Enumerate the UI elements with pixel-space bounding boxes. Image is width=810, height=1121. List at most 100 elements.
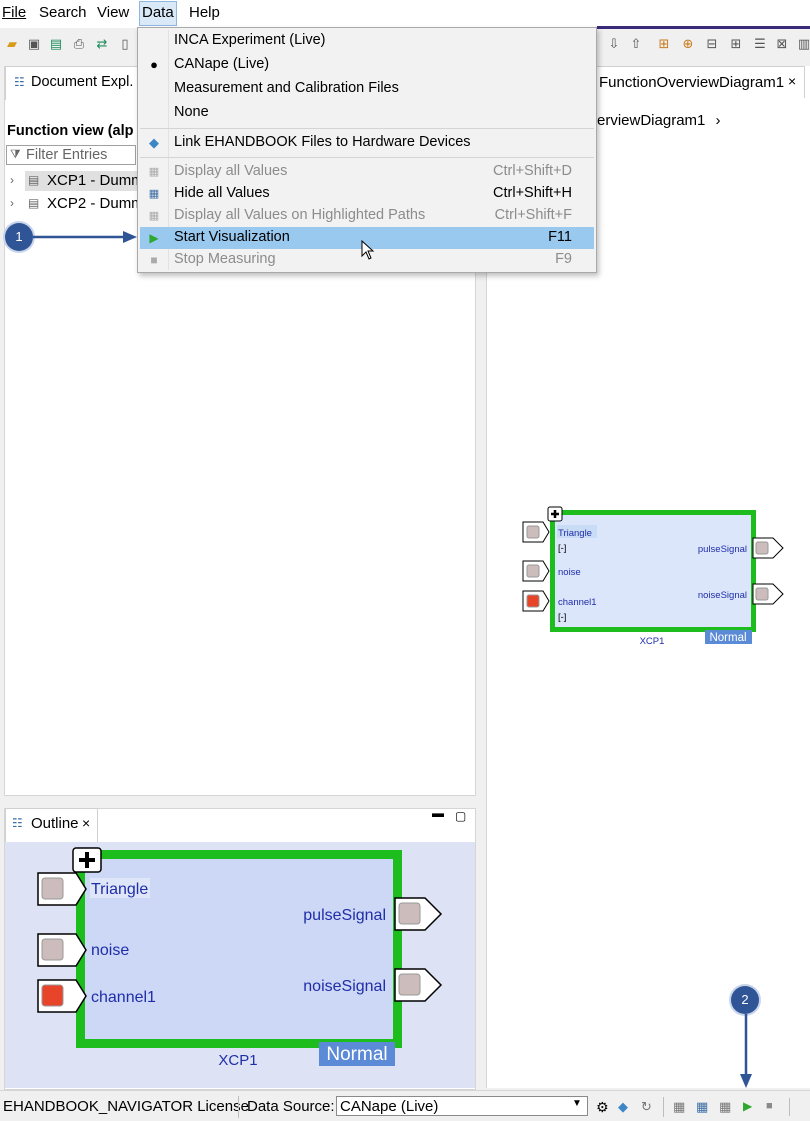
print-icon[interactable]: ⎙ xyxy=(73,36,85,51)
document-icon[interactable]: ▤ xyxy=(49,36,63,51)
function-block-diagram: Triangle [-] noise channel1 [-] pulseSig… xyxy=(522,506,784,647)
display-values-icon: ▦ xyxy=(148,166,160,178)
menu-item-link-ehandbook-files[interactable]: ◆ Link EHANDBOOK Files to Hardware Devic… xyxy=(140,132,594,154)
input-label: noise xyxy=(91,942,129,959)
callout-arrow xyxy=(740,1014,752,1088)
open-folder-icon[interactable]: ▰ xyxy=(7,36,17,51)
menu-separator xyxy=(140,157,594,158)
maximize-icon[interactable]: ▢ xyxy=(455,809,467,823)
input-port-noise[interactable] xyxy=(522,560,550,582)
status-divider xyxy=(789,1098,790,1116)
unit-label: [-] xyxy=(558,543,566,554)
menu-item-canape-live[interactable]: ● CANape (Live) xyxy=(140,54,594,76)
status-badge xyxy=(319,1042,395,1066)
menu-item-display-all-values[interactable]: ▦ Display all Values Ctrl+Shift+D xyxy=(140,161,594,183)
filter-input[interactable]: ⧩ Filter Entries xyxy=(6,145,136,165)
menu-help[interactable]: Help xyxy=(189,4,220,21)
close-icon[interactable]: × xyxy=(82,815,91,831)
data-menu-dropdown: INCA Experiment (Live) ● CANape (Live) M… xyxy=(137,27,597,273)
output-port-noise-signal[interactable] xyxy=(752,583,784,605)
tree-icon[interactable]: ⊞ xyxy=(658,36,670,51)
data-source-select[interactable]: CANape (Live) ▼ xyxy=(336,1096,588,1116)
tree-item-xcp1[interactable]: › ▤ XCP1 - Dumm xyxy=(10,171,144,191)
file-icon: ▤ xyxy=(28,173,40,187)
menu-separator xyxy=(140,128,594,129)
chevron-right-icon[interactable]: › xyxy=(10,173,14,187)
menu-item-measurement-calibration-files[interactable]: Measurement and Calibration Files xyxy=(174,80,399,96)
hierarchy-alt-icon[interactable]: ⊞ xyxy=(730,36,742,51)
export-icon[interactable]: ⇄ xyxy=(96,36,108,51)
menu-search[interactable]: Search xyxy=(39,4,87,21)
plus-icon xyxy=(551,510,559,518)
menu-item-display-values-highlighted-paths[interactable]: ▦ Display all Values on Highlighted Path… xyxy=(140,205,594,227)
tab-function-overview-diagram[interactable]: FunctionOverviewDiagram1 × xyxy=(595,66,805,98)
hide-values-icon[interactable]: ▦ xyxy=(696,1099,709,1114)
menu-item-start-visualization[interactable]: ▶ Start Visualization F11 xyxy=(140,227,594,249)
display-values-icon[interactable]: ▦ xyxy=(673,1099,686,1114)
callout-arrow xyxy=(33,231,137,243)
outline-block-diagram: Triangle noise channel1 pulseSignal nois… xyxy=(37,847,443,1069)
output-label: noiseSignal xyxy=(303,978,386,995)
input-port-channel1[interactable] xyxy=(37,979,87,1013)
data-source-label: Data Source: xyxy=(247,1098,335,1115)
output-port-noise-signal[interactable] xyxy=(394,968,443,1002)
arrow-up-icon[interactable]: ⇧ xyxy=(630,36,642,51)
tab-outline[interactable]: ☷ Outline × xyxy=(5,808,98,842)
minimize-icon[interactable]: ▬ xyxy=(432,806,444,820)
output-port-pulse-signal[interactable] xyxy=(394,897,443,931)
refresh-icon[interactable]: ↻ xyxy=(641,1099,652,1114)
menu-item-none[interactable]: None xyxy=(174,104,209,120)
menu-data[interactable]: Data xyxy=(139,1,177,26)
radio-selected-icon: ● xyxy=(150,57,158,72)
filter-placeholder: Filter Entries xyxy=(26,147,108,163)
tree-item-label: XCP2 - Dumm xyxy=(47,195,144,212)
tab-diagram-label: FunctionOverviewDiagram1 xyxy=(599,74,785,91)
close-icon[interactable]: × xyxy=(788,73,797,89)
gear-icon[interactable]: ⚙ xyxy=(596,1099,609,1115)
file-icon: ▤ xyxy=(28,196,40,210)
tree-item-label: XCP1 - Dumm xyxy=(47,172,144,189)
stop-icon: ■ xyxy=(150,253,158,267)
menu-view[interactable]: View xyxy=(97,4,130,21)
hierarchy-icon[interactable]: ⊟ xyxy=(706,36,718,51)
status-badge-label: Normal xyxy=(326,1044,387,1065)
input-label: Triangle xyxy=(558,528,592,539)
breadcrumb: erviewDiagram1 › xyxy=(597,112,721,129)
menu-bar: File Search View Data Help xyxy=(0,0,810,28)
tab-document-explorer[interactable]: ☷ Document Expl. xyxy=(5,66,140,100)
function-view-heading: Function view (alp xyxy=(7,123,134,139)
input-label: Triangle xyxy=(91,881,148,898)
status-badge-label: Normal xyxy=(709,632,746,644)
input-port-channel1[interactable] xyxy=(522,590,550,612)
close-box-icon[interactable]: ⊠ xyxy=(776,36,788,51)
menu-file[interactable]: File xyxy=(2,4,27,21)
input-port-triangle[interactable] xyxy=(37,872,87,906)
arrow-down-icon[interactable]: ⇩ xyxy=(608,36,620,51)
explorer-icon: ☷ xyxy=(14,75,25,89)
stop-icon[interactable]: ■ xyxy=(766,1100,773,1112)
status-divider xyxy=(238,1096,239,1118)
list-icon[interactable]: ☰ xyxy=(754,36,766,51)
add-node-icon[interactable]: ⊕ xyxy=(682,36,694,51)
highlighted-paths-icon[interactable]: ▦ xyxy=(719,1099,732,1114)
tab-document-explorer-label: Document Expl. xyxy=(31,74,134,90)
pdf-icon[interactable]: ▯ xyxy=(121,36,129,51)
status-divider xyxy=(663,1097,664,1117)
chevron-right-icon: › xyxy=(715,112,721,129)
play-icon[interactable]: ▶ xyxy=(743,1099,753,1113)
hide-values-icon: ▦ xyxy=(148,188,160,200)
title-accent-line xyxy=(597,26,810,29)
menu-item-stop-measuring[interactable]: ■ Stop Measuring F9 xyxy=(140,249,594,271)
link-hardware-icon[interactable]: ◆ xyxy=(618,1099,628,1114)
input-port-noise[interactable] xyxy=(37,933,87,967)
tree-item-xcp2[interactable]: › ▤ XCP2 - Dumm xyxy=(10,194,144,214)
license-label: EHANDBOOK_NAVIGATOR License xyxy=(3,1098,249,1115)
input-port-triangle[interactable] xyxy=(522,521,550,543)
chevron-right-icon[interactable]: › xyxy=(10,196,14,210)
breadcrumb-item[interactable]: erviewDiagram1 xyxy=(597,112,706,129)
columns-icon[interactable]: ▥ xyxy=(797,36,810,51)
menu-item-hide-all-values[interactable]: ▦ Hide all Values Ctrl+Shift+H xyxy=(140,183,594,205)
menu-item-inca-experiment[interactable]: INCA Experiment (Live) xyxy=(174,32,326,48)
output-port-pulse-signal[interactable] xyxy=(752,537,784,559)
save-icon[interactable]: ▣ xyxy=(27,36,41,51)
